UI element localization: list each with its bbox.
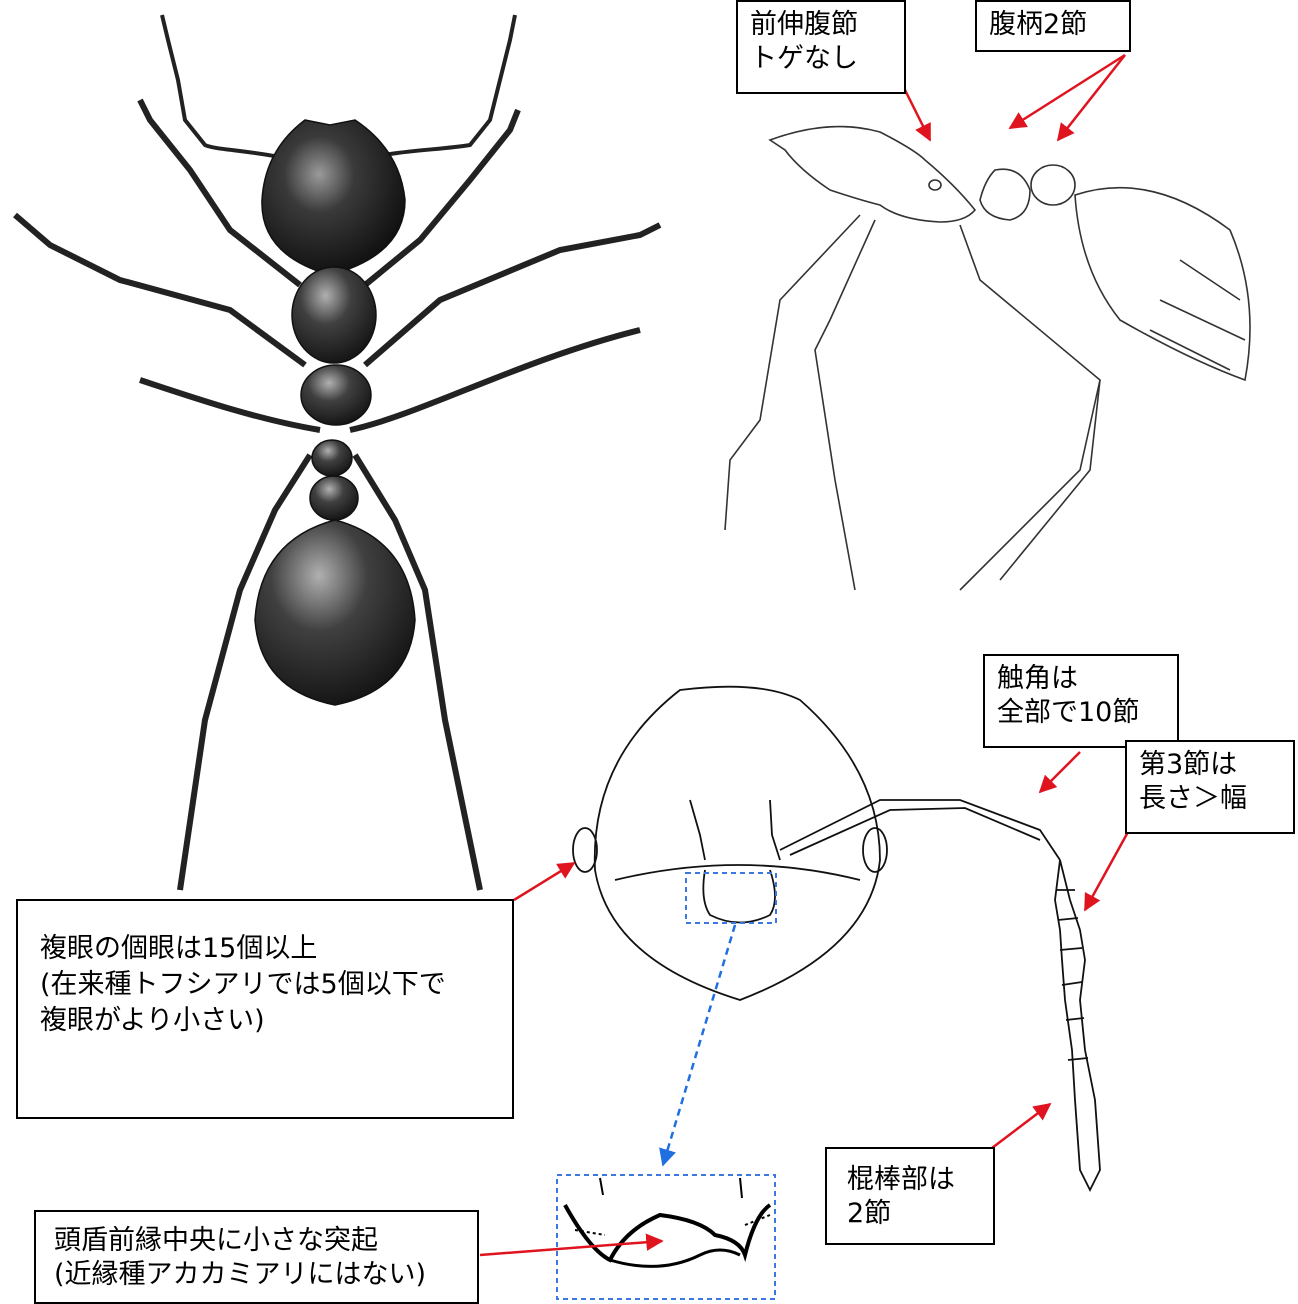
arrow-petiole-2 — [1058, 55, 1125, 140]
label-compound-eye: 複眼の個眼は15個以上 (在来種トフシアリでは5個以下で 複眼がより小さい) — [16, 899, 514, 1119]
ant-dorsal-body — [255, 120, 415, 705]
label-antenna: 触角は 全部で10節 — [983, 654, 1179, 748]
label-petiole: 腹柄2節 — [975, 0, 1131, 52]
label-third-segment: 第3節は 長さ＞幅 — [1125, 740, 1295, 834]
arrow-postpetiole — [905, 90, 930, 140]
arrow-petiole-1 — [1010, 55, 1125, 128]
arrow-club — [992, 1104, 1050, 1148]
label-postpetiole: 前伸腹節 トゲなし — [736, 0, 906, 94]
arrow-compound-eye — [514, 863, 574, 900]
ant-lateral-illustration — [725, 127, 1250, 590]
arrow-third-segment — [1085, 832, 1128, 910]
label-club: 棍棒部は 2節 — [825, 1147, 995, 1245]
label-clypeus: 頭盾前縁中央に小さな突起 (近縁種アカカミアリにはない) — [34, 1210, 479, 1304]
ant-head-front-illustration — [573, 687, 1100, 1190]
arrow-antenna — [1040, 752, 1080, 792]
clypeus-detail-illustration — [557, 1175, 775, 1299]
